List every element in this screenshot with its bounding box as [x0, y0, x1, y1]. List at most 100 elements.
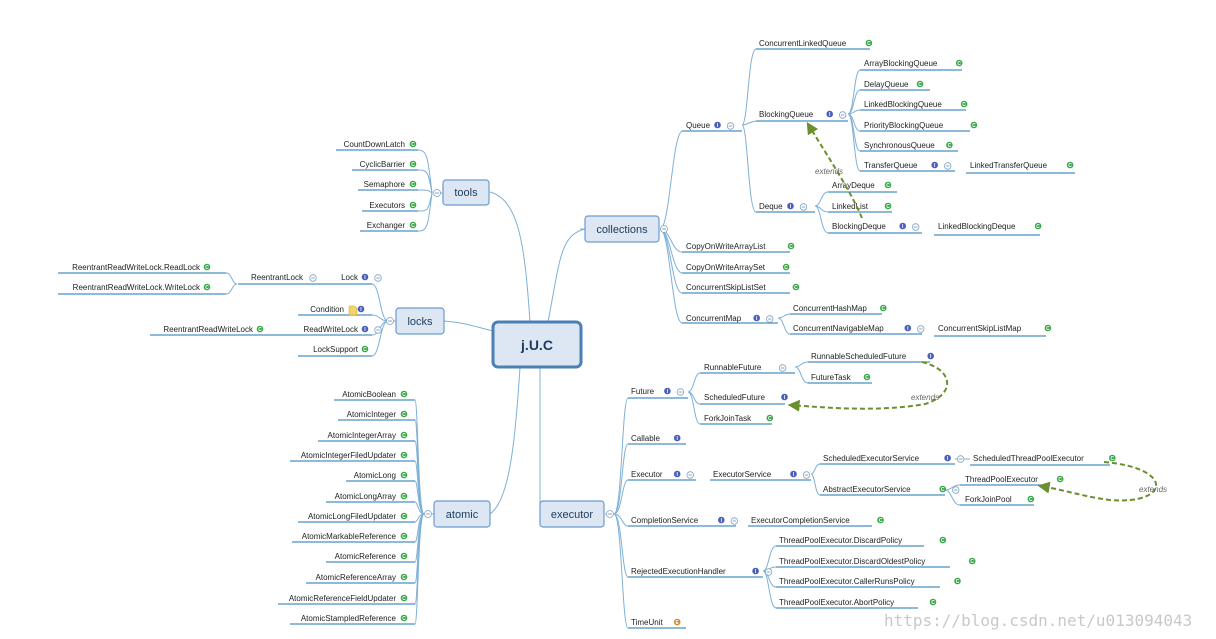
interface-icon-glyph: I — [755, 569, 757, 575]
note-icon[interactable] — [348, 305, 358, 316]
atomic-node[interactable]: atomic — [433, 500, 491, 528]
interface-icon — [664, 387, 671, 395]
interface-icon-glyph: I — [667, 389, 669, 395]
interface-icon — [718, 516, 725, 524]
node-label: ReentrantReadWriteLock.WriteLock — [73, 283, 201, 292]
node-label: ScheduledThreadPoolExecutor — [973, 454, 1084, 463]
locks-node[interactable]: locks — [395, 307, 445, 335]
tools-node[interactable]: tools — [442, 179, 490, 206]
class-icon-glyph: C — [258, 327, 262, 333]
node-ReentrantLock[interactable]: ReentrantLock — [251, 273, 317, 282]
atomic-item-label: AtomicReferenceArray — [316, 573, 396, 582]
collections-node[interactable]: collections — [584, 215, 660, 243]
interface-icon-glyph: I — [677, 436, 679, 442]
node-label: TimeUnit — [631, 618, 663, 627]
atomic-item-label: AtomicReferenceFieldUpdater — [289, 594, 396, 603]
class-icon-glyph: C — [768, 416, 772, 422]
tools-item-label: CountDownLatch — [344, 140, 405, 149]
class-icon — [955, 59, 963, 67]
class-icon — [939, 536, 947, 544]
tools-label: tools — [454, 187, 478, 199]
executor-node[interactable]: executor — [539, 500, 605, 528]
node-label: LinkedList — [832, 202, 869, 211]
class-icon — [400, 552, 408, 560]
atomic-item-label: AtomicReference — [335, 552, 397, 561]
class-icon — [970, 121, 978, 129]
center-node[interactable]: j.U.C — [491, 320, 583, 369]
node-label: LinkedBlockingQueue — [864, 100, 942, 109]
class-icon-glyph: C — [957, 61, 961, 67]
node-RunnableFuture[interactable]: RunnableFuture — [704, 363, 787, 372]
node-label: ThreadPoolExecutor.AbortPolicy — [779, 598, 894, 607]
class-icon-glyph: C — [1058, 477, 1062, 483]
